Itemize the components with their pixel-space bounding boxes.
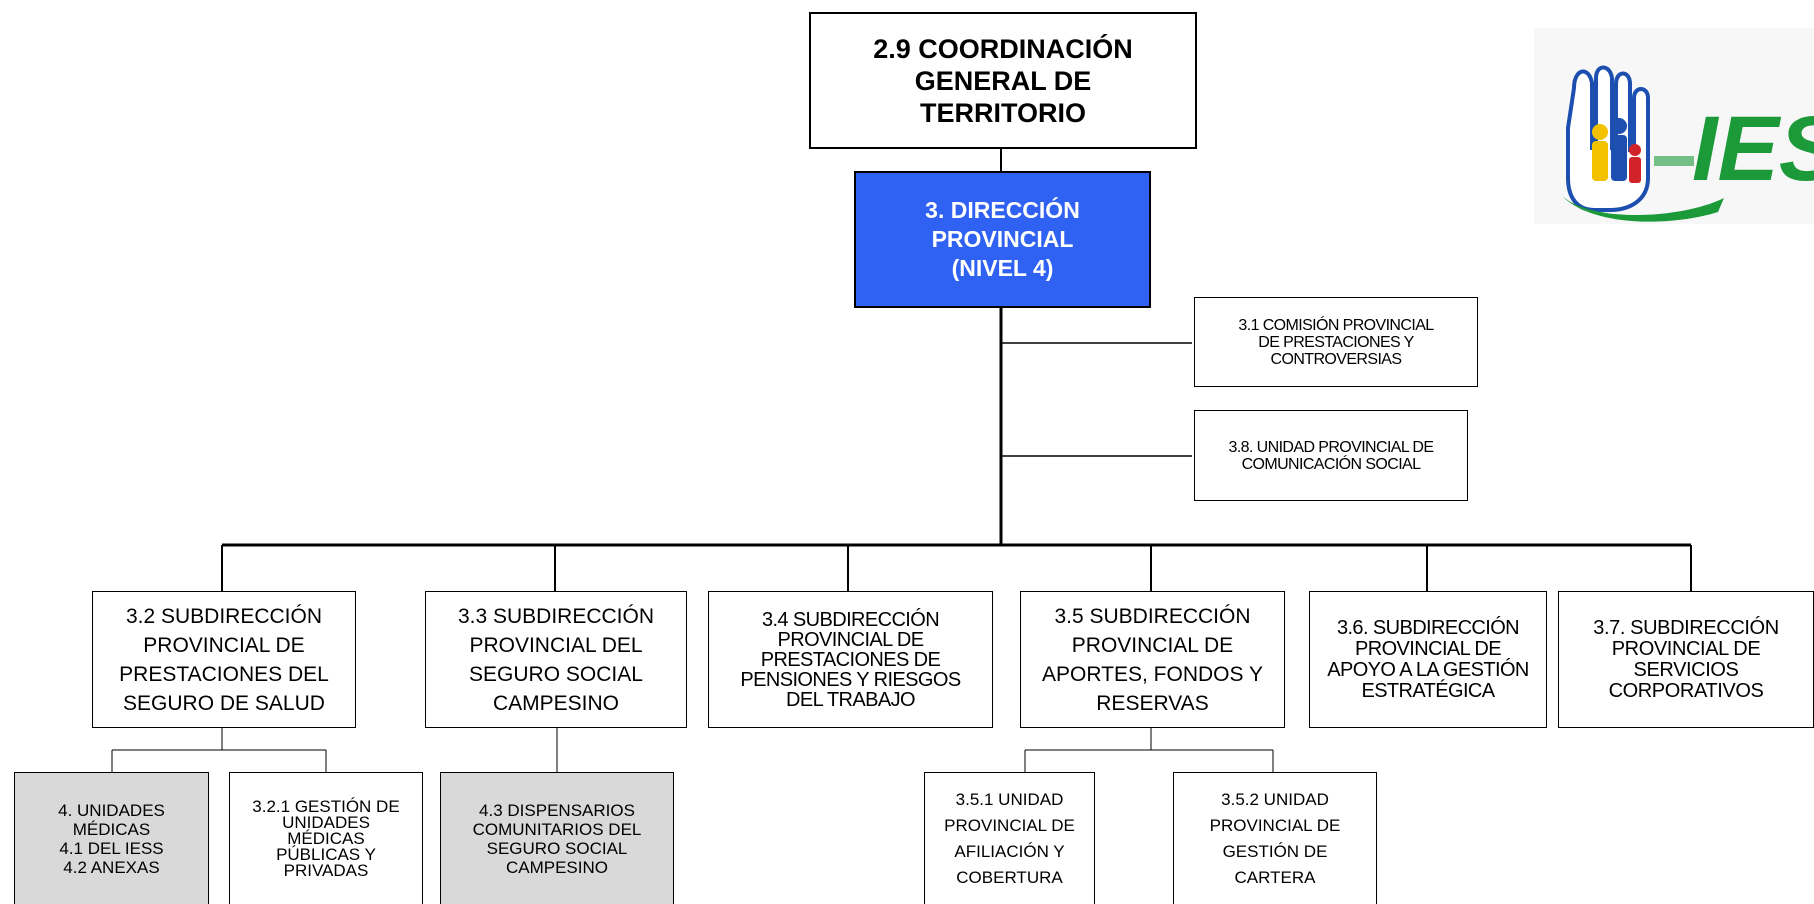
community-dispensaries-box: 4.3 DISPENSARIOS COMUNITARIOS DEL SEGURO… — [440, 772, 674, 904]
subdirection-strategic-support-box: 3.6. SUBDIRECCIÓN PROVINCIAL DE APOYO A … — [1309, 591, 1547, 728]
subdirection-pensions-box: 3.4 SUBDIRECCIÓN PROVINCIAL DE PRESTACIO… — [708, 591, 993, 728]
subdirection-contributions-box: 3.5 SUBDIRECCIÓN PROVINCIAL DE APORTES, … — [1020, 591, 1285, 728]
logo-text: IESS — [1692, 98, 1814, 200]
subdirection-health-box: 3.2 SUBDIRECCIÓN PROVINCIAL DE PRESTACIO… — [92, 591, 356, 728]
subdirection-campesino-box: 3.3 SUBDIRECCIÓN PROVINCIAL DEL SEGURO S… — [425, 591, 687, 728]
medical-units-management-box: 3.2.1 GESTIÓN DE UNIDADES MÉDICAS PÚBLIC… — [229, 772, 423, 904]
affiliation-coverage-box: 3.5.1 UNIDAD PROVINCIAL DE AFILIACIÓN Y … — [924, 772, 1095, 904]
subdirection-corporate-services-box: 3.7. SUBDIRECCIÓN PROVINCIAL DE SERVICIO… — [1558, 591, 1814, 728]
hand-family-icon — [1562, 65, 1724, 222]
staff-unit-commission-box: 3.1 COMISIÓN PROVINCIAL DE PRESTACIONES … — [1194, 297, 1478, 387]
provincial-direction-box: 3. DIRECCIÓN PROVINCIAL (NIVEL 4) — [854, 171, 1151, 308]
iess-logo: IESS — [1534, 28, 1814, 224]
staff-unit-communication-box: 3.8. UNIDAD PROVINCIAL DE COMUNICACIÓN S… — [1194, 410, 1468, 501]
portfolio-management-box: 3.5.2 UNIDAD PROVINCIAL DE GESTIÓN DE CA… — [1173, 772, 1377, 904]
top-coordination-box: 2.9 COORDINACIÓN GENERAL DE TERRITORIO — [809, 12, 1197, 149]
medical-units-box: 4. UNIDADES MÉDICAS 4.1 DEL IESS 4.2 ANE… — [14, 772, 209, 904]
